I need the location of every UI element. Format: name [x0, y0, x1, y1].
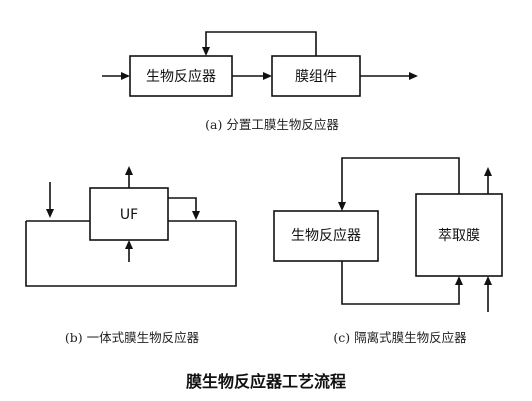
diagram-title: 膜生物反应器工艺流程	[186, 372, 346, 391]
part-b-permeate-arrow	[125, 166, 133, 175]
part-a-caption: (a) 分置工膜生物反应器	[205, 117, 339, 132]
part-a-split-mbr: 生物反应器 膜组件 (a) 分置工膜生物反应器	[102, 31, 418, 132]
part-a-recycle-arrow	[202, 47, 210, 56]
part-c-isolated-mbr: 生物反应器 萃取膜 (c) 隔离式膜生物反应器	[273, 157, 503, 345]
part-c-bottom-loop-line	[341, 261, 460, 305]
part-c-top-loop-arrow	[338, 202, 346, 211]
part-c-bioreactor-box	[273, 210, 379, 262]
part-b-caption: (b) 一体式膜生物反应器	[65, 330, 200, 345]
part-b-uf-box	[89, 187, 169, 241]
part-c-extraction-membrane-label: 萃取膜	[438, 228, 480, 244]
part-a-membrane-module-label: 膜组件	[295, 69, 337, 85]
part-a-inflow-arrow	[121, 72, 130, 80]
part-c-bottom-loop-arrow	[455, 276, 463, 285]
part-a-bioreactor-label: 生物反应器	[146, 68, 216, 85]
part-a-connector-arrow	[263, 72, 272, 80]
part-a-outflow-arrow	[409, 72, 418, 80]
part-b-uf-label: UF	[120, 207, 138, 223]
part-b-inflow-arrow	[46, 209, 54, 218]
part-c-bioreactor-label: 生物反应器	[291, 227, 361, 244]
part-a-recycle-line	[205, 31, 317, 56]
part-c-caption: (c) 隔离式膜生物反应器	[333, 330, 467, 345]
part-c-inflow-arrow	[484, 276, 492, 285]
part-c-outflow-arrow	[484, 167, 492, 176]
part-b-tank-outline	[25, 221, 237, 287]
part-a-membrane-module-box	[271, 55, 361, 97]
part-b-integrated-mbr: UF (b) 一体式膜生物反应器	[25, 166, 237, 345]
part-b-side-outlet-line	[168, 197, 197, 212]
part-b-bottom-feed-arrow	[125, 240, 133, 249]
part-c-top-loop-line	[341, 157, 460, 203]
part-b-side-outlet-arrow	[192, 211, 200, 220]
